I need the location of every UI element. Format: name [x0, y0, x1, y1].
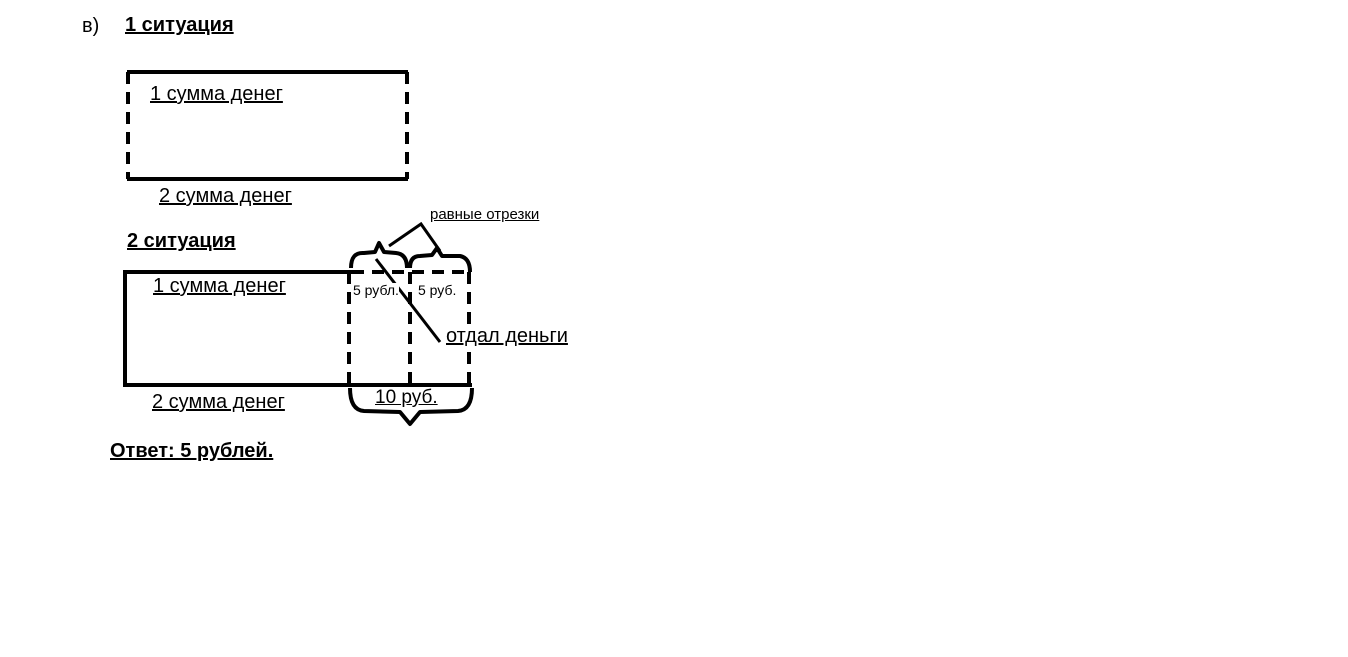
situation1-title: 1 ситуация	[125, 14, 234, 36]
left-segment-label: 5 рубл.	[353, 282, 399, 298]
situation1-bottom-label: 2 сумма денег	[159, 185, 292, 207]
part-label: в)	[82, 15, 100, 37]
pointer-lines	[374, 221, 442, 343]
bottom-brace-label: 10 руб.	[375, 387, 438, 408]
situation1-rectangle	[126, 70, 409, 181]
left-segment-top-brace	[349, 241, 409, 269]
equal-segments-label: равные отрезки	[430, 206, 540, 223]
gave-money-label: отдал деньги	[446, 325, 568, 347]
situation1-top-label: 1 сумма денег	[150, 83, 283, 105]
answer-text: Ответ: 5 рублей.	[110, 440, 274, 462]
top-braces	[349, 241, 472, 273]
bottom-brace	[348, 387, 474, 426]
situation2-top-label: 1 сумма денег	[153, 275, 286, 297]
equal-segments-pointer	[388, 221, 442, 252]
right-segment-label: 5 руб.	[418, 282, 457, 298]
situation2-rectangle	[123, 270, 472, 387]
situation2-title: 2 ситуация	[127, 230, 236, 252]
gave-money-pointer	[374, 258, 442, 343]
right-segment-top-brace	[408, 246, 472, 273]
situation2-bottom-label: 2 сумма денег	[152, 391, 285, 413]
